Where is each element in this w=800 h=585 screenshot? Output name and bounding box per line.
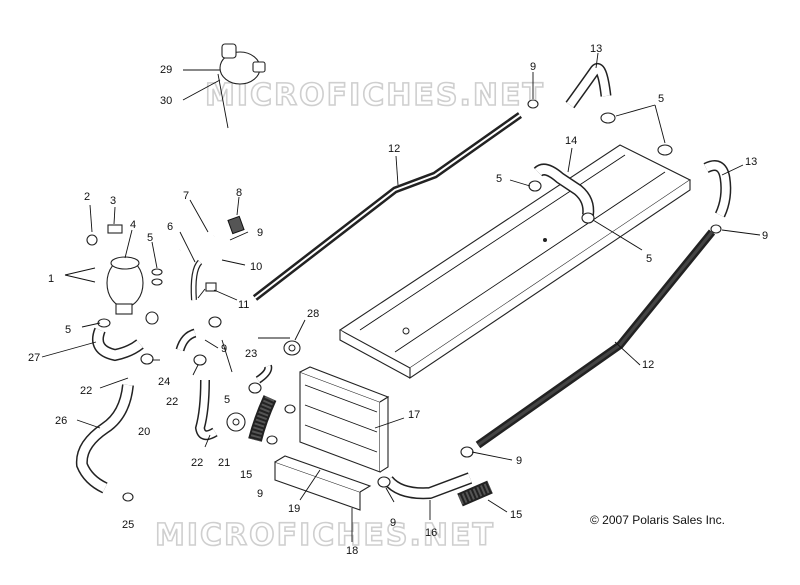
callout-21: 21 [218,457,230,469]
callout-22c: 22 [191,457,203,469]
callout-5f: 5 [646,253,652,265]
watermark-top: MICROFICHES.NET [205,78,545,113]
callout-5a: 5 [147,232,153,244]
callout-23: 23 [245,348,257,360]
cooling-tube-upper [252,112,523,301]
callout-9c: 9 [530,61,536,73]
bracket [274,455,372,542]
upper-left-hoses [145,196,249,325]
hoses-left-lower [41,318,160,502]
callout-11: 11 [238,299,249,311]
callout-26: 26 [55,415,67,427]
callout-5e: 5 [658,93,664,105]
callout-24: 24 [158,376,170,388]
callout-6: 6 [167,221,173,233]
callout-13a: 13 [590,43,602,55]
callout-5b: 5 [65,324,71,336]
callout-labels: 1 2 3 4 5 5 5 5 5 5 6 7 8 9 9 9 9 9 9 9 … [28,43,768,557]
tube-lower-right [377,472,508,520]
callout-4: 4 [130,219,136,231]
callout-5c: 5 [224,394,230,406]
heat-exchanger [248,364,405,473]
callout-15a: 15 [240,469,252,481]
callout-22b: 22 [166,396,178,408]
cooling-tube-lower [460,229,716,461]
callout-15b: 15 [510,509,522,521]
callout-9a: 9 [257,227,263,239]
hoses-upper-right [527,52,761,236]
callout-9f: 9 [390,517,396,529]
callout-20: 20 [138,426,150,438]
callout-19: 19 [288,503,300,515]
callout-30: 30 [160,95,172,107]
hoses-center-lower [175,316,246,448]
callout-2: 2 [84,191,90,203]
callout-9b: 9 [221,343,227,355]
callout-9e: 9 [516,455,522,467]
callout-29: 29 [160,64,172,76]
callout-7: 7 [183,190,189,202]
reservoir-assembly [64,204,144,315]
callout-22a: 22 [80,385,92,397]
callout-3: 3 [110,195,116,207]
callout-14: 14 [565,135,577,147]
callout-17: 17 [408,409,420,421]
copyright-text: © 2007 Polaris Sales Inc. [590,513,725,527]
surge-tank [182,43,266,129]
callout-5d: 5 [496,173,502,185]
callout-12b: 12 [642,359,654,371]
callout-25: 25 [122,519,134,531]
callout-28: 28 [307,308,319,320]
callout-13b: 13 [745,156,757,168]
callout-18: 18 [346,545,358,557]
callout-9d: 9 [762,230,768,242]
callout-12a: 12 [388,143,400,155]
callout-10: 10 [250,261,262,273]
callout-27: 27 [28,352,40,364]
watermark-bottom: MICROFICHES.NET [155,518,495,553]
callout-8: 8 [236,187,242,199]
callout-1: 1 [48,273,54,285]
callout-16: 16 [425,527,437,539]
crossover-hose [509,147,643,251]
tunnel-panel [338,144,692,380]
washer-28-hole [288,344,296,352]
callout-9g: 9 [257,488,263,500]
